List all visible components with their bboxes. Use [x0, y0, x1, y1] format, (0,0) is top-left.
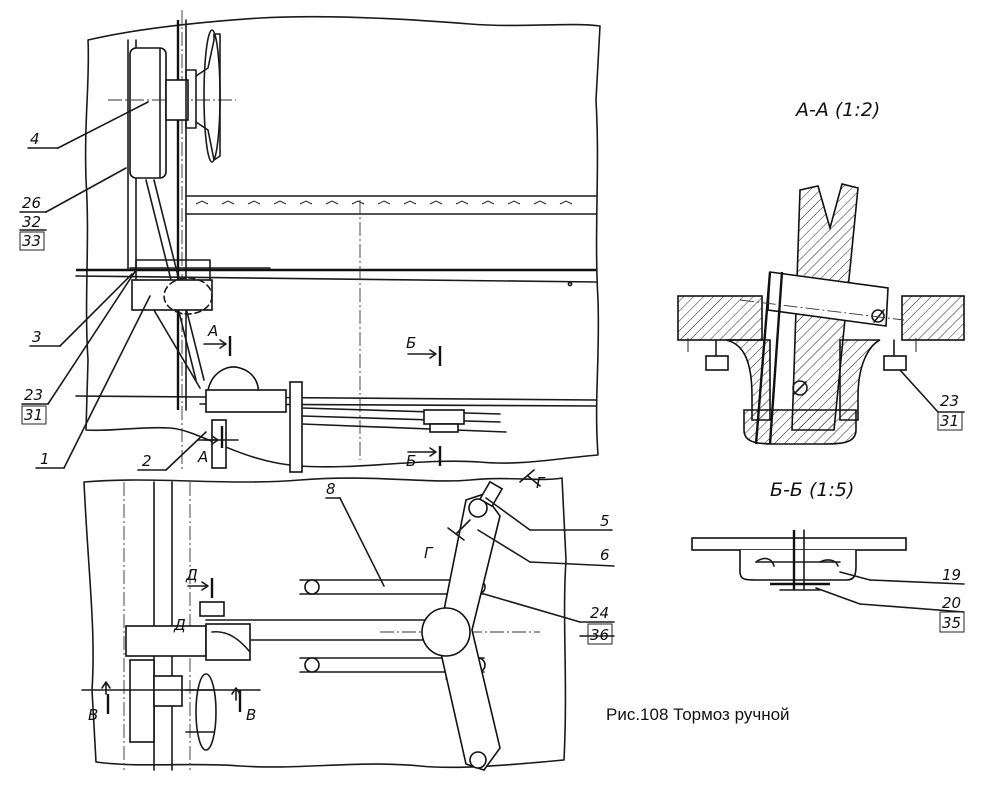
section-aa-title: А-А (1:2) — [794, 99, 880, 121]
callout-6: 6 — [600, 546, 610, 564]
cut-mark-b-top: Б — [406, 334, 416, 352]
callout-23: 23 — [24, 386, 43, 404]
section-aa — [677, 183, 965, 445]
callout-31: 31 — [24, 406, 43, 424]
callout-31-box — [21, 405, 47, 425]
callout-20: 20 — [942, 594, 961, 612]
callout-31-right-box — [937, 411, 963, 431]
callout-1: 1 — [40, 450, 50, 468]
cut-mark-a-bottom: А — [197, 448, 208, 466]
callout-36-box — [587, 623, 613, 645]
callout-5: 5 — [600, 512, 610, 530]
cut-mark-v-left: В — [88, 706, 98, 724]
callout-35-box — [939, 611, 965, 633]
cut-mark-a-top: А — [207, 322, 218, 340]
callout-33: 33 — [22, 232, 41, 250]
callout-4: 4 — [30, 130, 40, 148]
leader-lines — [19, 101, 965, 637]
cut-mark-d-bottom: Д — [173, 616, 186, 634]
callout-3: 3 — [32, 328, 42, 346]
callout-31-right: 31 — [940, 412, 959, 430]
cut-mark-b-bottom: Б — [406, 452, 416, 470]
callout-8: 8 — [326, 480, 336, 498]
upper-view — [75, 10, 601, 473]
labels: 4 26 32 33 3 23 31 1 2 А А Б Б 8 5 6 24 … — [19, 99, 965, 724]
callout-35: 35 — [942, 614, 961, 632]
lower-view — [81, 469, 567, 771]
callout-19: 19 — [942, 566, 961, 584]
cut-mark-g-right: Г — [536, 474, 546, 492]
callout-33-box — [19, 231, 45, 251]
figure-caption: Рис.108 Тормоз ручной — [606, 705, 790, 724]
cut-mark-g-left: Г — [424, 544, 434, 562]
callout-2: 2 — [142, 452, 152, 470]
section-bb-title: Б-Б (1:5) — [770, 479, 854, 501]
callout-36: 36 — [590, 626, 609, 644]
section-bb — [691, 529, 907, 591]
callout-24: 24 — [590, 604, 609, 622]
callout-26: 26 — [22, 194, 41, 212]
callout-32: 32 — [22, 213, 41, 231]
callout-23-right: 23 — [940, 392, 959, 410]
cut-mark-v-right: В — [246, 706, 256, 724]
cut-mark-d-top: Д — [185, 566, 198, 584]
